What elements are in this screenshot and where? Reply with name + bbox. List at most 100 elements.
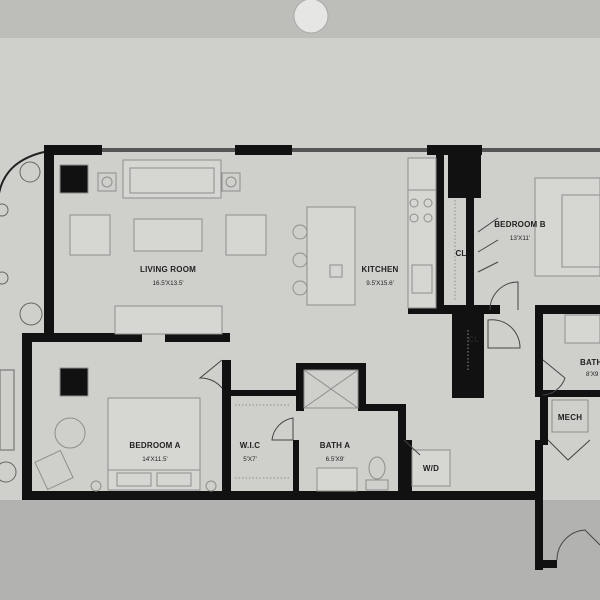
lamp [101, 176, 113, 188]
paper-bottom-band [0, 500, 600, 600]
plant [0, 203, 9, 217]
toilet-a-tank [365, 479, 389, 491]
wall-shower-left [296, 363, 304, 411]
toilet-a [368, 456, 386, 480]
window-3 [482, 148, 600, 152]
sofa [122, 159, 222, 199]
doors [198, 217, 600, 561]
sofa-seat [129, 167, 215, 194]
door-swing [477, 217, 499, 273]
window-2 [292, 148, 427, 152]
wall-shower-right [358, 363, 366, 408]
bed-b-headboard [561, 194, 600, 268]
wall-wic-top [222, 390, 297, 396]
vanity-a [316, 467, 358, 492]
armchair-right [225, 214, 267, 256]
living-room-name: LIVING ROOM [140, 265, 196, 274]
mech-unit [551, 399, 589, 433]
door-swing [556, 529, 600, 561]
bedroom-b-dims: 13'X11' [510, 235, 530, 242]
wall-living-bedroom-a [22, 333, 142, 342]
left-wall-living [44, 145, 54, 335]
bedroom-a-name: BEDROOM A [129, 441, 180, 450]
walls [22, 145, 600, 570]
kitchen-name: KITCHEN [362, 265, 399, 274]
burner [423, 213, 433, 223]
door-swing [271, 417, 294, 441]
wall-living-bedroom-a-2 [165, 333, 230, 342]
fixtures [34, 157, 600, 492]
top-wall-left [45, 145, 102, 155]
burner [409, 198, 419, 208]
door-swing [547, 439, 591, 461]
armchair-left [69, 214, 111, 256]
plant [0, 461, 17, 483]
burner [409, 213, 419, 223]
wall-bath-b-left [535, 305, 543, 395]
window-1 [102, 148, 235, 152]
balcony-curve [0, 151, 45, 194]
wall-bedroom-a-right [222, 360, 231, 495]
mech-name: MECH [558, 413, 582, 422]
wic-dims: 5'X7' [243, 456, 257, 463]
vanity-b [564, 314, 600, 344]
wall-mech-top [535, 390, 600, 397]
kitchen-sink [411, 264, 433, 294]
wic-name: W.I.C [240, 441, 261, 450]
wall-corridor-foot [535, 560, 557, 568]
bedroom-a-dims: 14'X11.5' [142, 456, 167, 463]
wall-corridor [535, 440, 543, 570]
door-swing [542, 359, 566, 396]
bedroom-b-name: BEDROOM B [494, 220, 546, 229]
island-sink [329, 264, 343, 278]
closet-1-name: CL [455, 249, 466, 258]
bath-b-dims: 8'X9 [586, 371, 599, 378]
door-swing [489, 281, 519, 311]
column-top [448, 148, 481, 198]
pushpin [293, 0, 329, 34]
wall-bedroom-b-bottom [535, 305, 600, 314]
pillow [156, 472, 192, 487]
lamp [90, 480, 102, 492]
bath-a-dims: 6.5'X9' [326, 456, 345, 463]
door-swing [403, 439, 421, 456]
kitchen-island [306, 206, 356, 306]
washer-dryer-name: W/D [423, 464, 439, 473]
bath-a-name: BATH A [320, 441, 351, 450]
side-table [221, 172, 241, 192]
bottom-wall [22, 491, 542, 500]
wall-wic-bath [293, 440, 299, 495]
plant [0, 271, 9, 285]
burner [423, 198, 433, 208]
kitchen-dims: 9.5'X15.6' [366, 280, 394, 287]
wall-closet-b [466, 195, 474, 305]
plant [19, 302, 43, 326]
wall-closet-lower [452, 305, 460, 375]
wall-bath-right-top [358, 404, 406, 411]
bed-a-headboard [107, 469, 201, 491]
pillow [116, 472, 152, 487]
plants [0, 161, 43, 483]
lamp [205, 480, 217, 492]
wall-kitchen-right [436, 150, 444, 308]
fridge [407, 157, 437, 191]
bath-b-name: BATH [580, 358, 600, 367]
balcony-rail [0, 369, 15, 451]
bed-b [534, 177, 600, 277]
shower-x [303, 369, 359, 409]
closet-2-name: CL [468, 335, 479, 344]
stool [292, 280, 308, 296]
side-table [97, 172, 117, 192]
room-labels: LIVING ROOM 16.5'X13.5' KITCHEN 9.5'X15.… [129, 220, 600, 473]
column-living [59, 164, 89, 194]
wall-shower-top [296, 363, 366, 370]
lamp [225, 176, 237, 188]
stool [292, 252, 308, 268]
top-wall-mid [235, 145, 292, 155]
bed-a [107, 397, 201, 491]
left-wall-bedroom-a [22, 333, 32, 495]
wall-wd-left [404, 440, 412, 495]
plant [19, 161, 41, 183]
